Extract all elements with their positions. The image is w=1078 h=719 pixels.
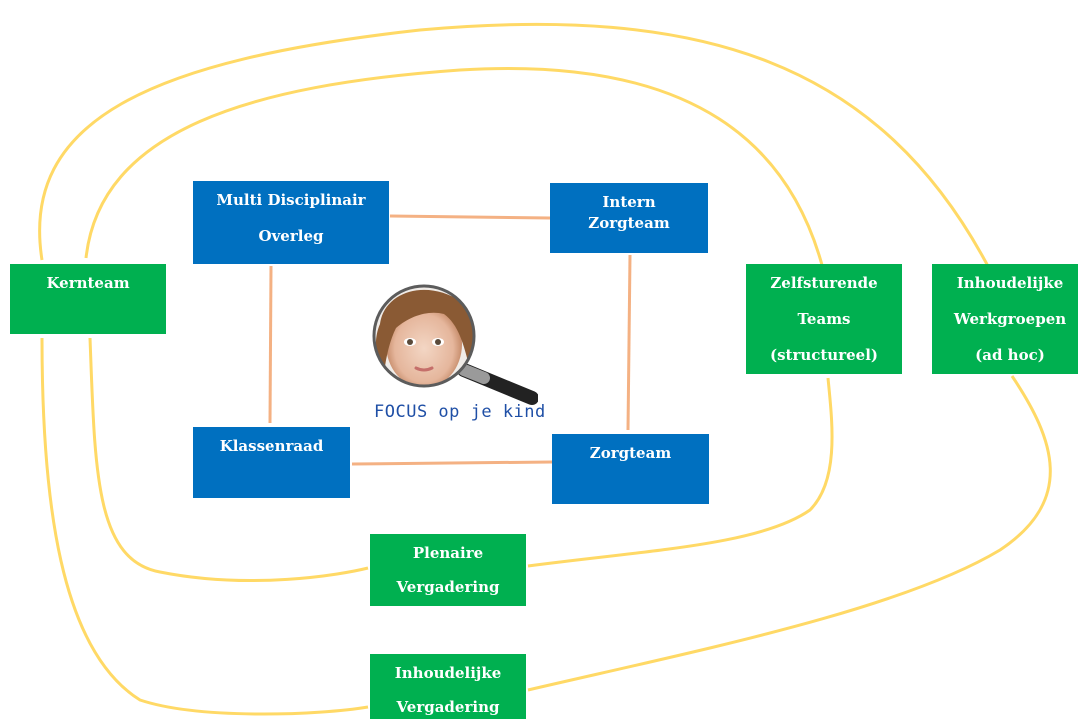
outer-loop-top-inner <box>84 67 824 266</box>
node-label: Zelfsturende <box>770 274 878 292</box>
node-plenaire-vergadering[interactable]: Plenaire Vergadering <box>370 534 526 606</box>
outer-loop-bottom-outer-right <box>527 375 1052 692</box>
node-label: Inhoudelijke <box>956 274 1064 292</box>
node-label: Zorgteam <box>589 444 672 462</box>
node-label: Vergadering <box>396 698 500 716</box>
node-label: Teams <box>797 310 851 328</box>
node-label: Vergadering <box>396 578 500 596</box>
node-klassenraad[interactable]: Klassenraad <box>193 427 350 498</box>
node-zelfsturende-teams[interactable]: Zelfsturende Teams (structureel) <box>746 264 902 374</box>
node-label: Inhoudelijke <box>394 664 502 682</box>
node-label: Zorgteam <box>588 214 670 232</box>
node-label: Plenaire <box>412 544 484 562</box>
node-zorgteam[interactable]: Zorgteam <box>552 434 709 504</box>
node-label: Klassenraad <box>219 437 324 455</box>
node-label: Kernteam <box>46 274 130 292</box>
link-mdo-intern <box>389 214 551 220</box>
link-mdo-klassenraad <box>268 265 273 424</box>
node-label: (structureel) <box>769 346 879 364</box>
focus-caption: FOCUS op je kind <box>374 402 546 422</box>
outer-loop-bottom-outer-left <box>40 337 369 716</box>
link-intern-zorgteam <box>626 254 632 431</box>
node-label: Intern <box>602 193 656 211</box>
node-label: (ad hoc) <box>975 346 1045 364</box>
outer-loop-bottom-inner-left <box>88 337 369 583</box>
node-label: Overleg <box>258 227 324 245</box>
node-multi-disciplinair-overleg[interactable]: Multi Disciplinair Overleg <box>193 181 389 264</box>
link-klassenraad-zorgteam <box>351 460 553 466</box>
node-intern-zorgteam[interactable]: Intern Zorgteam <box>550 183 708 253</box>
node-kernteam[interactable]: Kernteam <box>10 264 166 334</box>
node-inhoudelijke-vergadering[interactable]: Inhoudelijke Vergadering <box>370 654 526 719</box>
node-inhoudelijke-werkgroepen[interactable]: Inhoudelijke Werkgroepen (ad hoc) <box>932 264 1078 374</box>
focus-image: FOCUS op je kind <box>366 284 545 434</box>
node-label: Werkgroepen <box>953 310 1067 328</box>
child-magnifier-icon <box>372 284 539 405</box>
node-label: Multi Disciplinair <box>216 191 366 209</box>
outer-loop-top-outer <box>38 22 992 271</box>
outer-loop-bottom-inner-right <box>527 377 834 568</box>
